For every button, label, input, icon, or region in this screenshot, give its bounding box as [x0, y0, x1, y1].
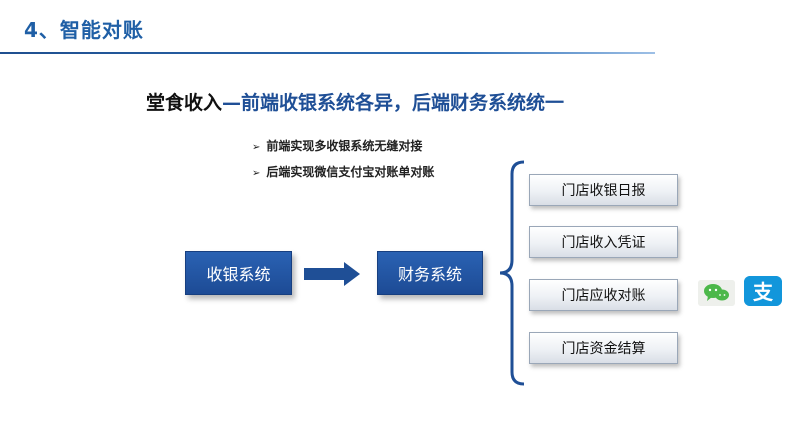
title-divider: [0, 52, 655, 54]
report-box: 门店收银日报: [529, 174, 678, 206]
finance-system-box: 财务系统: [377, 251, 483, 295]
arrow-bullet-icon: ➢: [252, 142, 261, 153]
headline: 堂食收入—前端收银系统各异，后端财务系统统一: [146, 88, 564, 115]
wechat-logo-icon: [698, 280, 735, 306]
report-box: 门店收入凭证: [529, 226, 678, 258]
report-box: 门店应收对账: [529, 279, 678, 311]
alipay-logo-icon: 支: [744, 276, 782, 306]
svg-text:支: 支: [753, 280, 774, 304]
bullet-list: ➢ 前端实现多收银系统无缝对接 ➢ 后端实现微信支付宝对账单对账: [252, 134, 434, 186]
bullet-item: ➢ 后端实现微信支付宝对账单对账: [252, 160, 434, 186]
arrow-bullet-icon: ➢: [252, 168, 261, 179]
bullet-item: ➢ 前端实现多收银系统无缝对接: [252, 134, 434, 160]
headline-lead: 堂食收入: [146, 92, 223, 114]
pos-system-box: 收银系统: [185, 251, 292, 295]
right-arrow-icon: [304, 262, 360, 286]
bullet-text: 前端实现多收银系统无缝对接: [266, 139, 423, 153]
slide-title: 4、智能对账: [24, 18, 144, 42]
curly-brace-icon: [500, 160, 525, 386]
headline-rest: —前端收银系统各异，后端财务系统统一: [222, 92, 565, 114]
bullet-text: 后端实现微信支付宝对账单对账: [266, 165, 435, 179]
report-box: 门店资金结算: [529, 332, 678, 364]
